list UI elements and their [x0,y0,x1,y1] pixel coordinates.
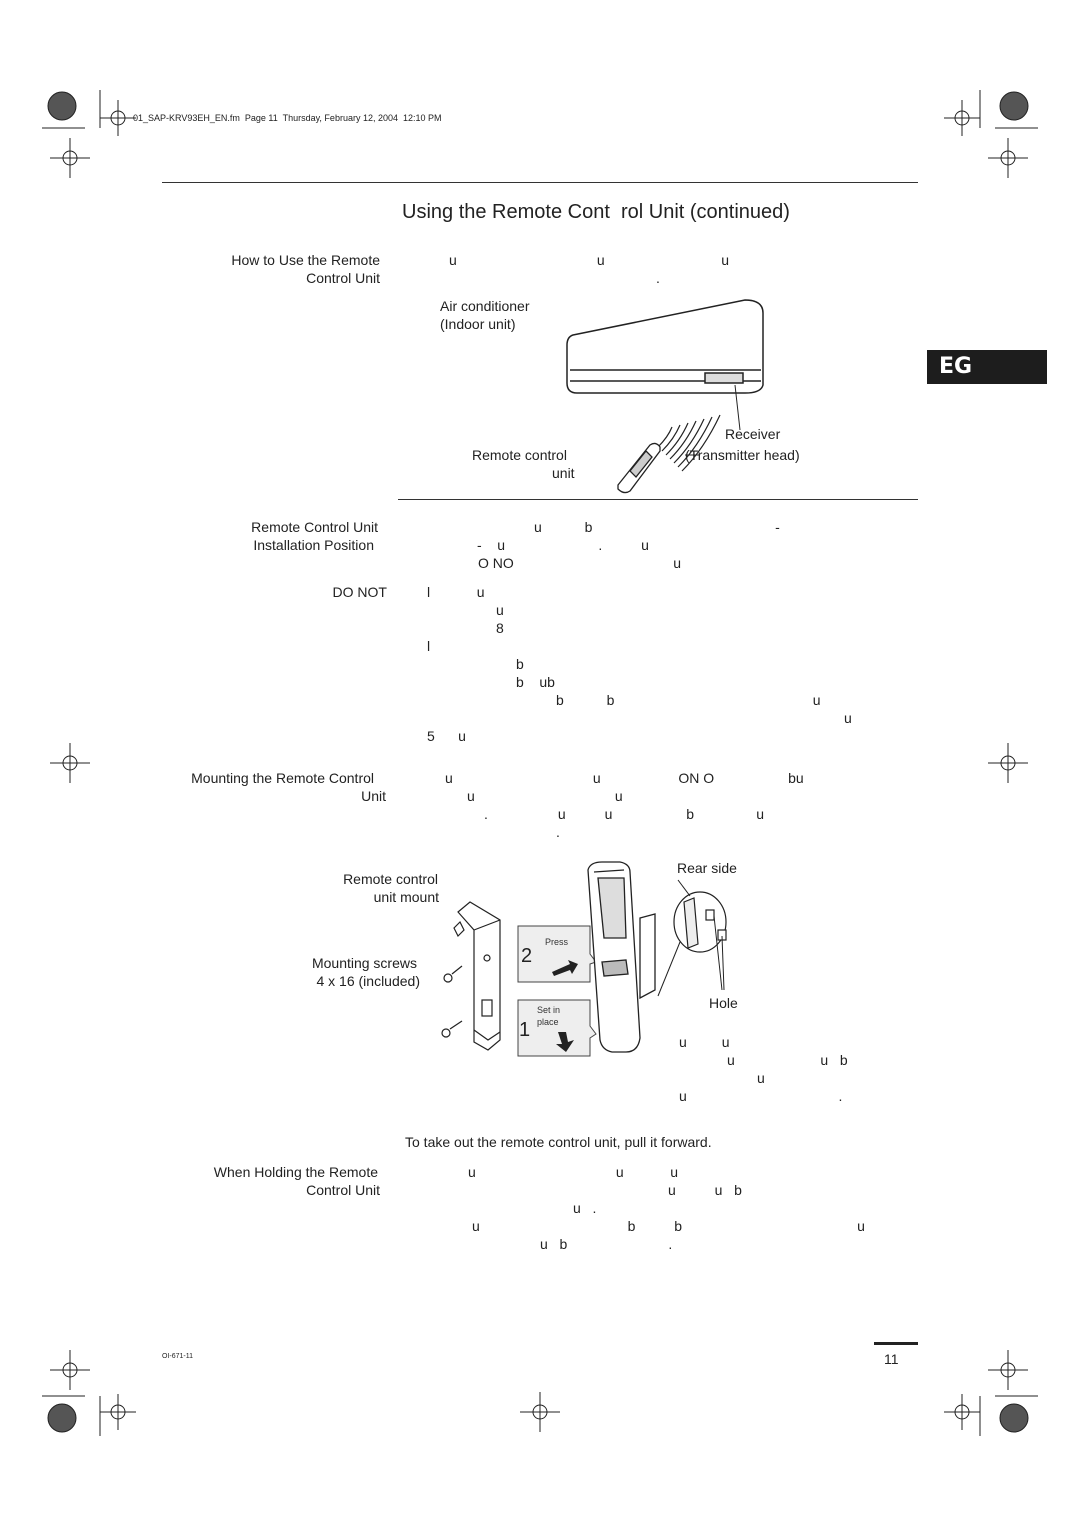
section-use-heading-1: How to Use the Remote [231,252,380,268]
section-mount-body-2: u u [467,788,623,804]
page-title: Using the Remote Cont rol Unit (continue… [402,201,790,223]
mount-bracket-illustration [441,901,501,1051]
section-mount-body-3: . u u b u [484,806,765,822]
step-2-number: 2 [521,945,533,967]
label-receiver: Receiver [725,426,781,442]
language-badge: EG [927,350,1047,384]
label-remote-control: Remote control [472,447,567,463]
mount-note-4: u . [679,1088,843,1104]
section-use-heading-2: Control Unit [306,270,380,286]
air-conditioner-illustration [566,299,764,431]
do-not-item-2: u [496,602,504,618]
mount-note-2: u u b [727,1052,848,1068]
label-mount-remote-control: Remote control [343,871,438,887]
label-air-conditioner: Air conditioner [440,298,530,314]
label-mounting-screws: Mounting screws [311,955,417,971]
label-rear-side: Rear side [677,860,737,876]
do-not-label: DO NOT [332,584,387,600]
remote-in-mount-illustration [587,861,656,1053]
do-not-item-6: b ub [516,674,555,690]
section-mount-heading-1: Mounting the Remote Control [191,770,374,786]
label-hole: Hole [709,995,738,1011]
label-remote-unit: unit [552,465,575,481]
label-screw-size: 4 x 16 (included) [316,973,420,989]
do-not-item-1: l u [427,584,485,600]
take-out-instruction: To take out the remote control unit, pul… [405,1134,712,1150]
do-not-item-4: l [427,638,431,654]
section-position-heading-1: Remote Control Unit [251,519,378,535]
section-holding-body-3: u . [573,1200,597,1216]
section-position-body-2: - u . u [477,537,649,553]
screw-icon [441,965,463,1038]
do-not-item-5: b [516,656,524,672]
section-holding-body-1: u u u [468,1164,679,1180]
step-1-set-in-place-box [517,999,597,1057]
place-label: place [537,1017,559,1027]
rear-side-detail-illustration [657,879,727,997]
section-use-body-1: u u u [449,252,730,268]
section-holding-body-2: u u b [668,1182,742,1198]
section-mount-heading-2: Unit [361,788,386,804]
section-position-body-1: u b - [534,519,780,535]
remote-icon [617,442,661,494]
set-in-label: Set in [537,1005,561,1015]
do-not-item-9: 5 u [427,728,466,744]
section-mount-body-4: . [556,824,560,840]
section-holding-body-5: u b . [540,1236,673,1252]
mount-note-3: u [757,1070,765,1086]
section-position-heading-2: Installation Position [253,537,374,553]
file-info: 01_SAP-KRV93EH_EN.fm Page 11 Thursday, F… [133,113,442,123]
receiver-leader-line [734,384,741,431]
do-not-item-7: b b u [556,692,821,708]
section-mount-body-1: u u ON O bu [445,770,804,786]
do-not-item-8: u [844,710,852,726]
mount-note-1: u u [679,1034,730,1050]
section-holding-heading-1: When Holding the Remote [213,1164,378,1180]
divider-1 [398,499,918,500]
page-number: 11 [884,1351,899,1367]
press-label: Press [545,937,569,947]
doc-code: OI-671-11 [162,1353,193,1360]
label-unit-mount: unit mount [373,889,439,905]
step-2-press-box [517,925,597,983]
label-transmitter-head: (Transmitter head) [685,447,800,463]
section-holding-heading-2: Control Unit [306,1182,380,1198]
top-rule [162,182,918,183]
remote-signal-illustration [617,414,721,494]
do-not-item-3: 8 [496,620,504,636]
label-indoor-unit: (Indoor unit) [440,316,516,332]
section-position-body-3: O NO u [478,555,682,571]
section-use-body-2: . [656,270,660,286]
section-holding-body-4: u b b u [472,1218,865,1234]
page-number-rule [874,1342,918,1345]
step-1-number: 1 [519,1019,531,1041]
